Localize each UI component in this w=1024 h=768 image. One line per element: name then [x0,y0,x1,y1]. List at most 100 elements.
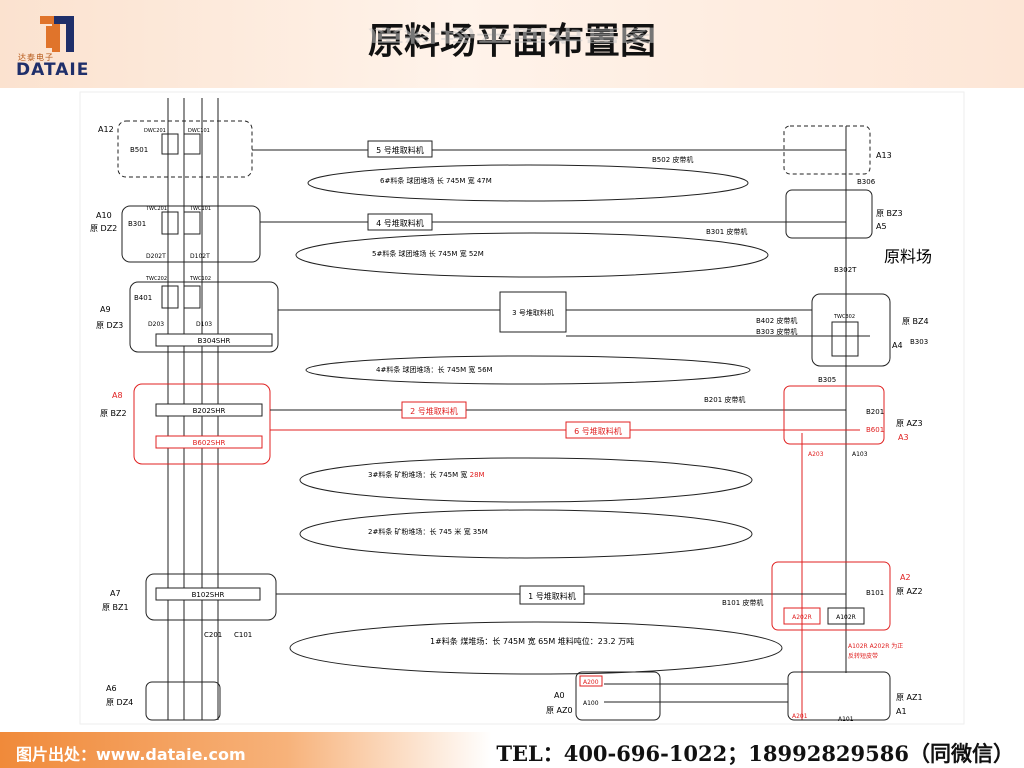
belt-b101-label: B101 皮带机 [722,598,763,607]
yard-4-label: 4#料条 球团堆场：长 745M 宽 56M [376,365,493,374]
unit-az3-b2: A103 [852,451,868,458]
unit-a12-switch-2 [183,133,201,155]
belt-b502-label: B502 皮带机 [652,155,693,164]
raw-material-yard-diagram: A12 B501 DWC201 DWC101 5 号堆取料机 B502 皮带机 … [79,91,965,725]
unit-a9-bar [155,333,273,347]
unit-az1-b1: A201 [792,713,808,720]
yard-3 [299,457,753,503]
unit-a7-sub: 原 BZ1 [102,603,129,612]
unit-a0-tag-a100: A100 [583,700,599,707]
machine-5-box [367,140,433,158]
machine-4-box [367,213,433,231]
unit-a12-twc2: DWC101 [188,128,210,134]
unit-a10-twc2: TWC101 [189,206,211,212]
unit-a9-conveyor: B401 [134,294,152,302]
unit-bz4-tag: B303 [910,338,928,346]
unit-a12-label: A12 [98,125,114,134]
unit-bz3-bottom: B302T [834,266,857,274]
unit-a8-label: A8 [112,391,123,400]
unit-a9-sub: 原 DZ3 [96,321,123,330]
belt-b402-label: B402 皮带机 [756,316,797,325]
yard-3-label: 3#料条 矿粉堆场：长 745M 宽 28M [368,470,485,479]
footer-source: 图片出处：www.dataie.com [16,745,246,764]
unit-a7-box [145,573,277,621]
machine-6-label: 6 号堆取料机 [574,426,622,436]
unit-az2-b2: A102R [836,614,856,621]
unit-a10-switch-2 [183,211,201,235]
yard-5 [295,232,769,278]
unit-a8-box [133,383,271,465]
unit-a9-box [129,281,279,353]
unit-a0-box [575,671,661,721]
unit-az2-note-1: A102R A202R 为正 [848,642,903,650]
unit-az3-label: 原 AZ3 [896,419,923,428]
unit-az2-a202r-box [783,607,821,625]
logo-subtitle: 达泰电子 [18,53,54,62]
unit-a7-bottom-2: C101 [234,631,252,639]
unit-a10-box [121,205,261,263]
unit-a12-twc1: DWC201 [144,128,166,134]
unit-a9-label: A9 [100,305,111,314]
unit-az1-label: 原 AZ1 [896,693,923,702]
dataie-logo-icon [40,16,74,52]
unit-a10-label: A10 [96,211,112,220]
unit-bz4-twc: TWC302 [833,314,855,320]
unit-az3-t2: B601 [866,426,884,434]
yard-3-width-red: 28M [470,471,485,479]
unit-bz4-label: 原 BZ4 [902,317,929,326]
page-title: 原料场平面布置图 [367,20,656,62]
unit-a9-switch-2 [183,285,201,309]
unit-a9-bar-label: B304SHR [198,337,231,345]
unit-a13-box [783,125,871,175]
unit-a0-sub: 原 AZ0 [546,706,573,715]
unit-az1-box [787,671,891,721]
unit-a6-box [145,681,221,721]
unit-a7-bar [155,587,261,601]
unit-a7-bar-label: B102SHR [192,591,225,599]
unit-a9-bottom-2: D103 [196,321,212,328]
yard-1-label: 1#料条 煤堆场：长 745M 宽 65M 堆料吨位：23.2 万吨 [430,636,634,646]
machine-1-label: 1 号堆取料机 [528,591,576,601]
unit-a12-box [117,120,253,178]
belt-b201-label: B201 皮带机 [704,395,745,404]
area-label: 原料场 [884,247,932,266]
belt-b303-label: B303 皮带机 [756,327,797,336]
unit-bz4-box [811,293,891,367]
unit-az2-label: 原 AZ2 [896,587,923,596]
unit-a8-bar-1 [155,403,263,417]
yard-6 [307,164,749,202]
machine-2-label: 2 号堆取料机 [410,406,458,416]
unit-a7-bottom-1: C201 [204,631,222,639]
header-bar: 达泰电子 DATAIE 原料场平面布置图 原料场平面布置图 [0,0,1024,88]
unit-bz4-switch [831,321,859,357]
unit-a8-bar-1-label: B202SHR [193,407,226,415]
yard-6-label: 6#料条 球团堆场 长 745M 宽 47M [380,176,492,185]
unit-az3-box [783,385,885,445]
unit-a8-sub: 原 BZ2 [100,409,127,418]
unit-az2-t1: B101 [866,589,884,597]
yard-2-label: 2#料条 矿粉堆场：长 745 米 宽 35M [368,527,488,536]
unit-az2-sub: A2 [900,573,911,582]
unit-a8-bar-2 [155,435,263,449]
unit-a0-tag-a200-box [579,675,603,687]
unit-bz4-bottom: B305 [818,376,836,384]
machine-6-box [565,421,631,439]
unit-az2-b1: A202R [792,614,812,621]
unit-az2-box [771,561,891,631]
unit-a0-tag-a200: A200 [583,679,599,686]
page-title-reflection: 原料场平面布置图 [367,25,656,45]
unit-az3-b1: A203 [808,451,824,458]
unit-a0-label: A0 [554,691,565,700]
unit-bz3-sub: A5 [876,222,887,231]
logo-text: DATAIE [16,60,90,80]
unit-a12-conveyor: B501 [130,146,148,154]
unit-a9-twc1: TWC202 [145,276,167,282]
unit-a12-switch-1 [161,133,179,155]
unit-a10-switch-1 [161,211,179,235]
belt-b301-label: B301 皮带机 [706,227,747,236]
unit-a13-label: A13 [876,151,892,160]
unit-az1-sub: A1 [896,707,907,716]
footer-contact: TEL：400-696-1022；18992829586（同微信） [496,741,1014,766]
unit-bz4-sub: A4 [892,341,903,350]
machine-2-box [401,401,467,419]
